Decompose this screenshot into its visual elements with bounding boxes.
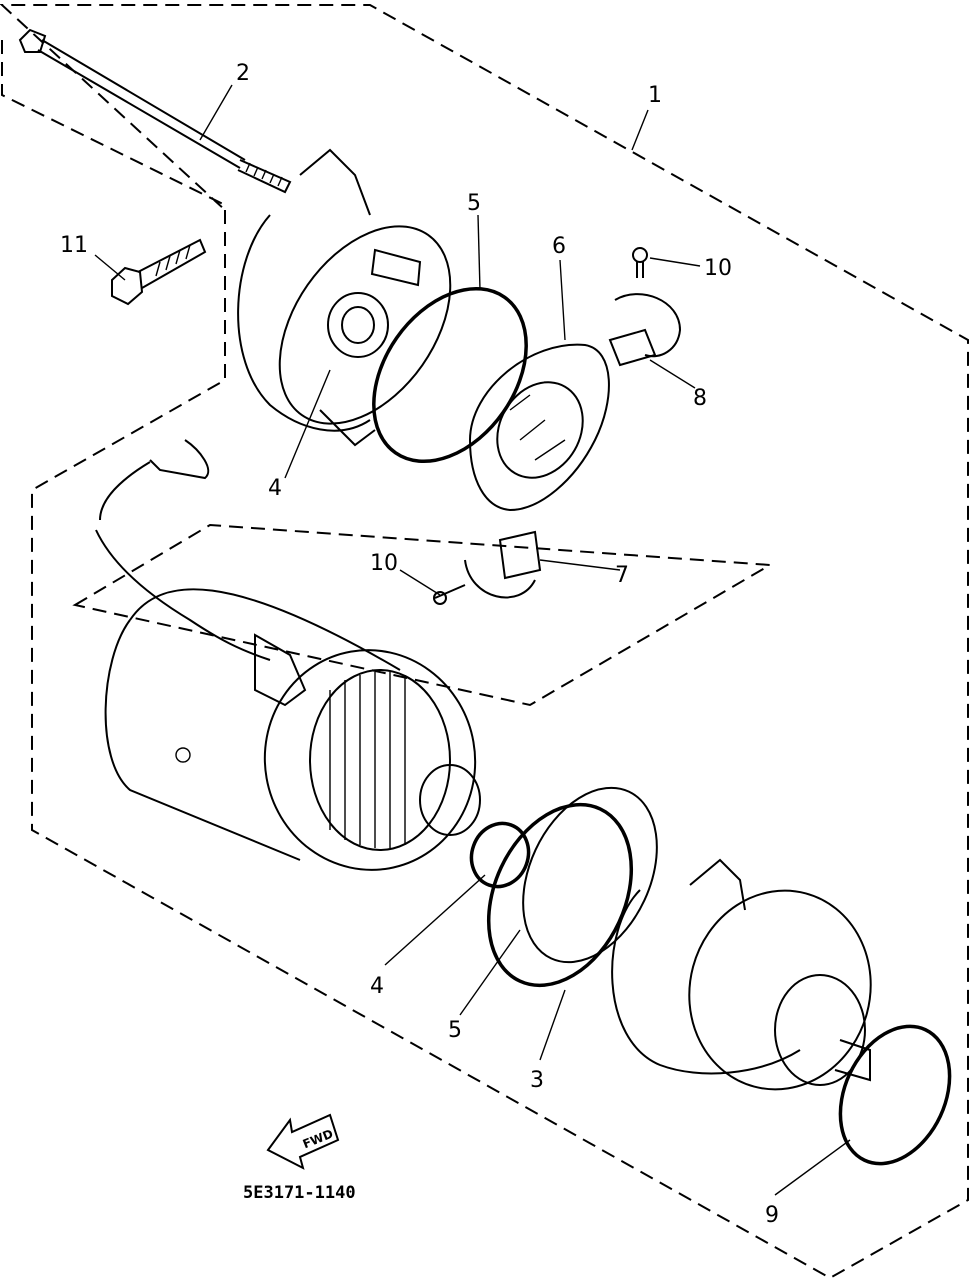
callout-4-upper: 4 (268, 476, 282, 501)
callout-5-upper: 5 (467, 191, 481, 216)
assembly-1-boundary (0, 4, 969, 1280)
fwd-arrow-icon: FWD (266, 1113, 340, 1170)
brush-lower-part-7 (464, 530, 542, 599)
brush-holder-part-8 (608, 293, 682, 367)
o-ring-front-part-9 (838, 1024, 952, 1166)
callout-5-lower: 5 (448, 1018, 462, 1043)
brush-plate-part-6 (468, 343, 610, 512)
front-cover-housing (611, 858, 872, 1091)
callout-8: 8 (693, 386, 707, 411)
o-ring-upper-part-5 (372, 286, 528, 464)
callout-9: 9 (765, 1203, 779, 1228)
washer-lower-part-4 (469, 821, 531, 889)
brush-plate-group-boundary (72, 523, 774, 707)
o-ring-lower-part-5 (486, 802, 634, 988)
callout-3: 3 (530, 1068, 544, 1093)
yoke-armature-body (104, 588, 481, 871)
screw-upper-part-10 (632, 247, 648, 278)
lead-wire (95, 439, 307, 707)
callout-1: 1 (648, 83, 662, 108)
rear-cover-housing (237, 148, 452, 447)
leader-lines (94, 84, 851, 1196)
callout-10-lower: 10 (370, 551, 398, 576)
screw-lower-part-10 (433, 584, 466, 605)
callout-7: 7 (615, 563, 629, 588)
callout-10-upper: 10 (704, 256, 732, 281)
fwd-label: FWD (301, 1127, 335, 1152)
callout-4-lower: 4 (370, 974, 384, 999)
callout-11: 11 (60, 233, 88, 258)
part-code: 5E3171-1140 (243, 1183, 356, 1203)
bolt-part-11 (111, 238, 207, 306)
callout-2: 2 (236, 61, 250, 86)
through-bolt-part-2 (18, 28, 292, 194)
seal-ring-part-3 (522, 786, 658, 964)
callout-6: 6 (552, 234, 566, 259)
